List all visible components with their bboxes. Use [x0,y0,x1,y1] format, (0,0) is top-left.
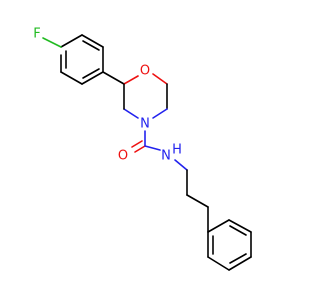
atom-label-carbonyl-oxygen: O [118,149,128,164]
atom-label-amide-nitrogen: N [161,149,171,164]
c-o-double-bond [134,145,146,153]
bond [152,73,168,85]
background [0,0,300,300]
bond [81,71,104,85]
bond [207,219,230,233]
bond [228,219,252,233]
bond [60,34,83,48]
bond [82,68,100,79]
bond [123,108,139,119]
bond [152,108,168,119]
n-ch2-bond [174,159,188,171]
c-o-double-bond [131,140,143,148]
bond [60,71,83,85]
bond [228,256,252,271]
bond [82,40,100,51]
c-f-bond [42,37,62,48]
bond [229,225,247,236]
atom-label-fluorine: F [33,27,40,42]
fluorophenyl-ring [60,34,104,85]
bond [123,75,139,85]
bond [207,256,230,271]
bond [81,34,104,48]
bond [229,253,247,264]
molecule-structure: F O N O N H [0,0,300,300]
phenyl-ring [207,219,252,271]
atom-label-ring-nitrogen: N [140,117,150,132]
atom-label-ring-oxygen: O [140,64,150,79]
morpholine-ring [123,73,168,119]
aryl-morpholine-bond [102,71,125,85]
atom-label-amide-hydrogen: H [172,143,182,158]
c-n-amide-bond [144,145,161,151]
chain-bond [186,194,209,208]
